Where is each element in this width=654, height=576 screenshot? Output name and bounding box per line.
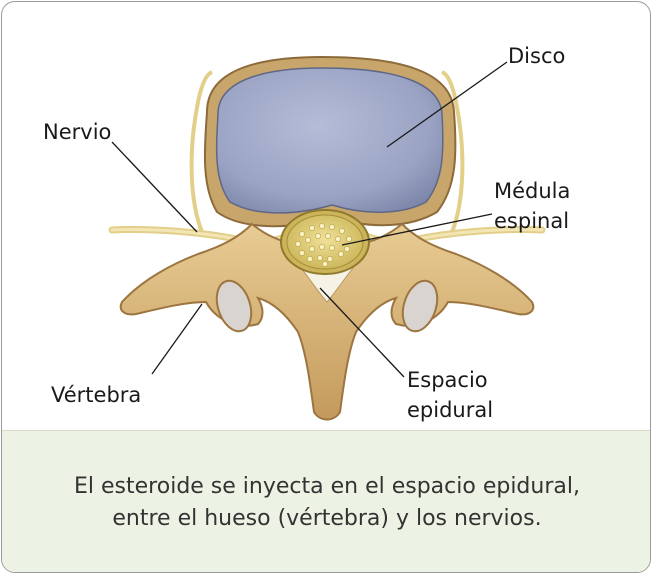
caption-box: El esteroide se inyecta en el espacio ep… [2,430,651,573]
leader-nervio [112,142,197,232]
label-medula-line1: Médula [494,178,570,204]
disc [217,68,443,213]
leader-vertebra [152,304,202,374]
label-nervio: Nervio [43,119,111,145]
label-disco: Disco [508,43,565,69]
label-espacio-line1: Espacio [407,367,488,393]
label-medula-line2: espinal [494,208,569,234]
label-espacio-line2: epidural [407,397,493,423]
caption-text: El esteroide se inyecta en el espacio ep… [47,471,607,535]
label-vertebra: Vértebra [51,382,141,408]
